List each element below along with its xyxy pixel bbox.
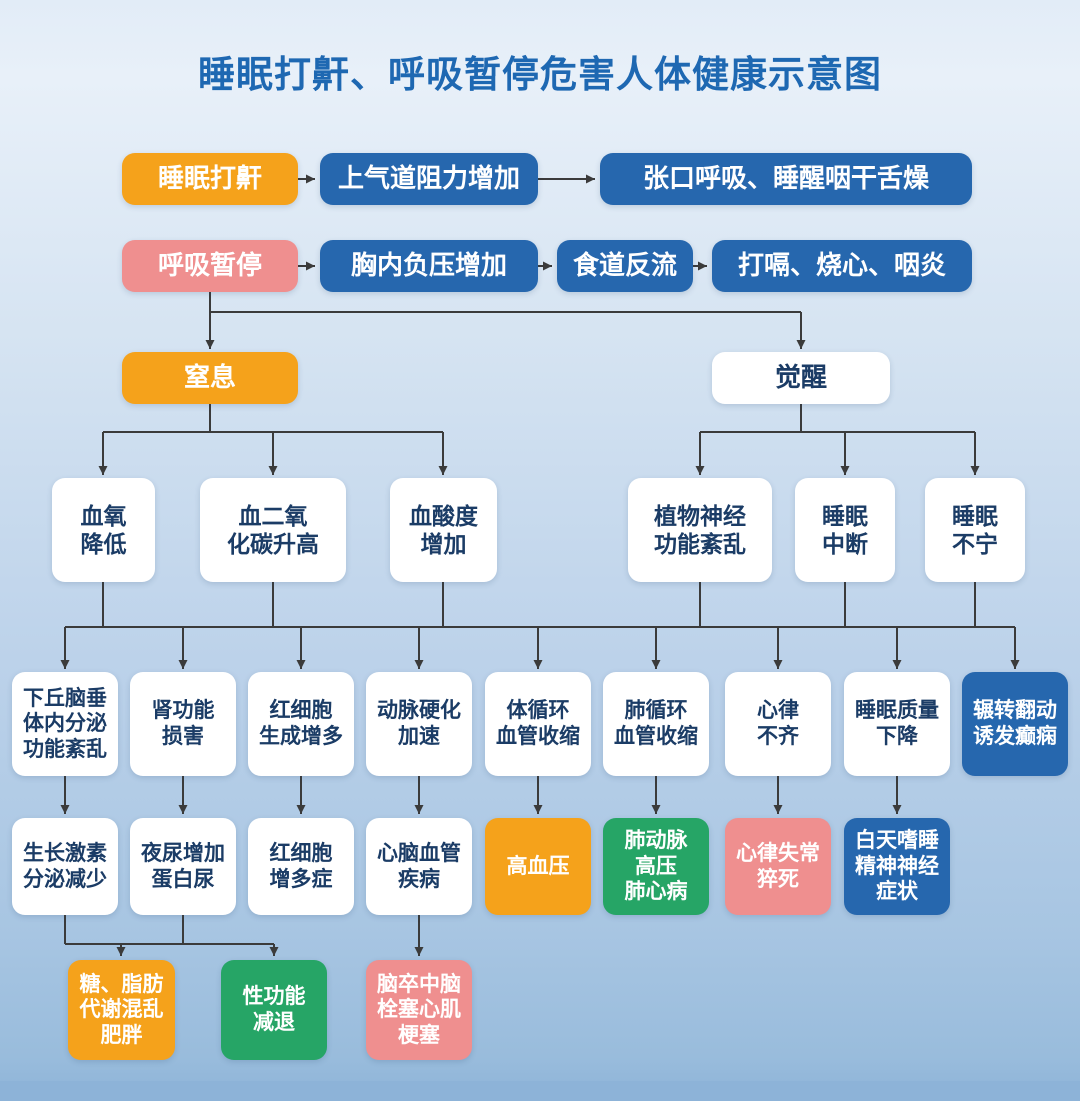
node-epilepsy: 辗转翻动 诱发癫痫 (962, 672, 1068, 776)
node-chest-pressure: 胸内负压增加 (320, 240, 538, 292)
node-autonomic: 植物神经 功能紊乱 (628, 478, 772, 582)
diagram-title: 睡眠打鼾、呼吸暂停危害人体健康示意图 (198, 54, 882, 95)
node-sleep-interruption: 睡眠 中断 (795, 478, 895, 582)
node-metabolic: 糖、脂肪 代谢混乱 肥胖 (68, 960, 175, 1060)
node-sleep-quality: 睡眠质量 下降 (844, 672, 950, 776)
node-reflux: 食道反流 (557, 240, 693, 292)
node-kidney: 肾功能 损害 (130, 672, 236, 776)
node-growth-hormone: 生长激素 分泌减少 (12, 818, 118, 915)
node-systemic-constrict: 体循环 血管收缩 (485, 672, 591, 776)
node-low-o2: 血氧 降低 (52, 478, 155, 582)
node-arousal: 觉醒 (712, 352, 890, 404)
node-airway-resistance: 上气道阻力增加 (320, 153, 538, 205)
node-high-co2: 血二氧 化碳升高 (200, 478, 346, 582)
node-asphyxia: 窒息 (122, 352, 298, 404)
node-restless-sleep: 睡眠 不宁 (925, 478, 1025, 582)
node-hypertension: 高血压 (485, 818, 591, 915)
node-arteriosclerosis: 动脉硬化 加速 (366, 672, 472, 776)
node-mouth-breathing: 张口呼吸、睡醒咽干舌燥 (600, 153, 972, 205)
node-heartburn: 打嗝、烧心、咽炎 (712, 240, 972, 292)
node-apnea: 呼吸暂停 (122, 240, 298, 292)
node-daytime-sleepiness: 白天嗜睡 精神神经 症状 (844, 818, 950, 915)
footer-band (0, 1081, 1080, 1101)
node-snore: 睡眠打鼾 (122, 153, 298, 205)
node-pulmonary-constrict: 肺循环 血管收缩 (603, 672, 709, 776)
node-polycythemia: 红细胞 增多症 (248, 818, 354, 915)
node-nocturia: 夜尿增加 蛋白尿 (130, 818, 236, 915)
node-sexual-dysfunction: 性功能 减退 (221, 960, 327, 1060)
node-rbc-increase: 红细胞 生成增多 (248, 672, 354, 776)
node-pulmonary-htn: 肺动脉 高压 肺心病 (603, 818, 709, 915)
node-cardiovascular: 心脑血管 疾病 (366, 818, 472, 915)
node-arrhythmia: 心律 不齐 (725, 672, 831, 776)
node-sudden-death: 心律失常 猝死 (725, 818, 831, 915)
node-acidity: 血酸度 增加 (390, 478, 497, 582)
node-stroke: 脑卒中脑 栓塞心肌 梗塞 (366, 960, 472, 1060)
node-hypothalamus: 下丘脑垂 体内分泌 功能紊乱 (12, 672, 118, 776)
